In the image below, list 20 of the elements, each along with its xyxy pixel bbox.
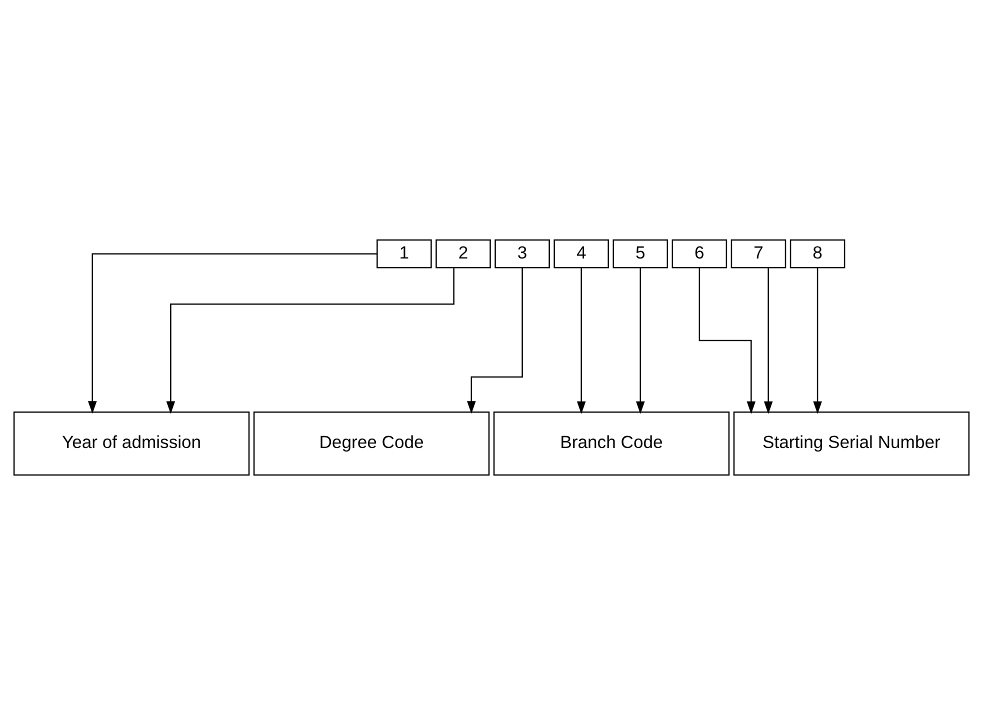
node-box: Starting Serial Number <box>733 412 970 476</box>
node-box: Degree Code <box>253 412 490 476</box>
arrow <box>813 268 822 414</box>
node-box: 4 <box>554 239 609 268</box>
node-box: 6 <box>672 239 728 268</box>
arrow <box>88 253 378 414</box>
arrow <box>576 268 586 414</box>
node-box: 5 <box>612 239 668 268</box>
node-box: 8 <box>790 239 846 268</box>
node-box: 7 <box>730 239 786 268</box>
node-box: 2 <box>436 239 491 268</box>
node-box: Branch Code <box>493 412 730 476</box>
arrow <box>467 268 523 414</box>
node-box: Year of admission <box>13 412 250 476</box>
arrow <box>764 268 773 414</box>
node-box: 1 <box>376 239 432 268</box>
arrow <box>698 268 756 414</box>
node-box: 3 <box>494 239 550 268</box>
arrow <box>166 268 454 414</box>
arrow <box>636 268 645 414</box>
